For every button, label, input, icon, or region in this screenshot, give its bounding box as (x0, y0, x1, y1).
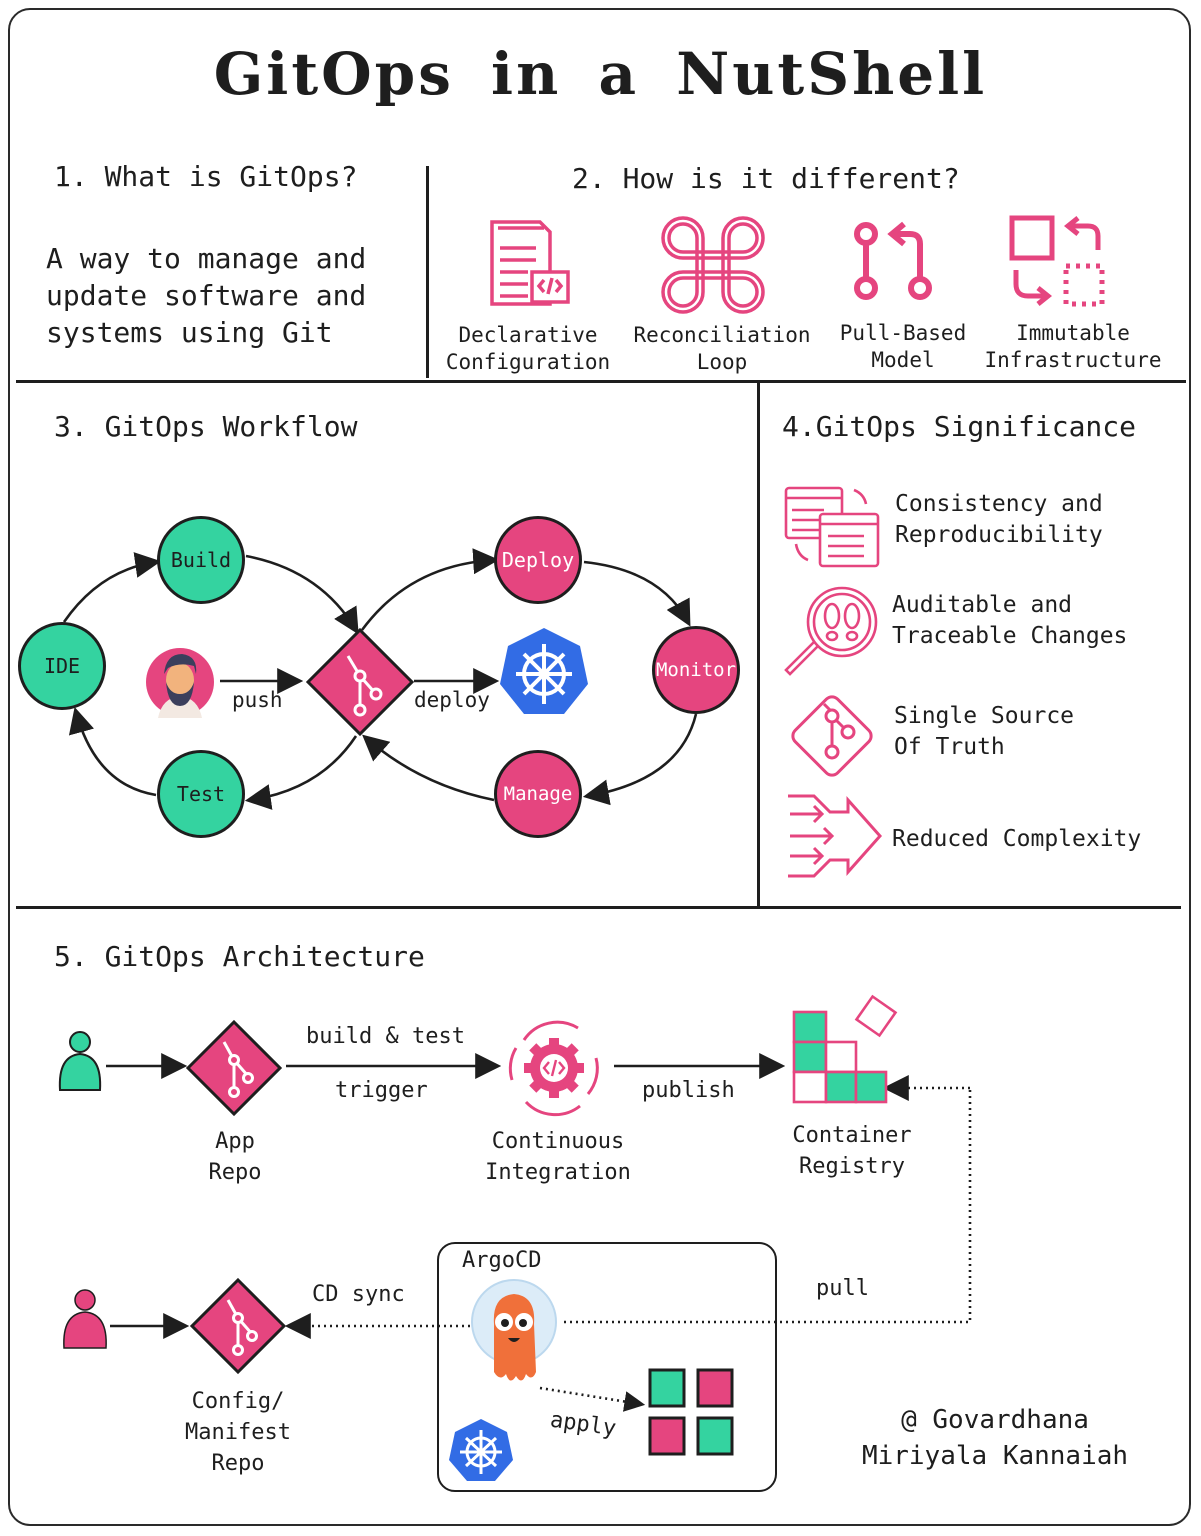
developer-avatar-icon (146, 648, 214, 718)
developer-user-icon (58, 1031, 102, 1091)
push-label: push (232, 688, 283, 712)
workflow-node-build: Build (157, 516, 245, 604)
section1-body: A way to manage and update software and … (46, 242, 367, 349)
section2-heading: 2. How is it different? (572, 162, 960, 195)
app-repo-git-icon (185, 1019, 283, 1117)
diff-label-immutable: Immutable Infrastructure (984, 321, 1162, 372)
container-registry-icon (792, 994, 898, 1104)
footprints-magnifier-icon (784, 586, 878, 676)
author-credit: @ Govardhana Miriyala Kannaiah (861, 1405, 1129, 1471)
page-title: GitOps in a NutShell (213, 40, 988, 108)
diff-label-declarative: Declarative Configuration (445, 323, 611, 374)
swap-boxes-icon (1009, 215, 1105, 307)
deploy-label: deploy (414, 688, 490, 712)
kubernetes-icon (500, 628, 588, 714)
workflow-node-test: Test (157, 750, 245, 838)
section3-heading: 3. GitOps Workflow (54, 410, 358, 443)
ops-user-icon (63, 1289, 107, 1349)
divider-s1-s2 (426, 166, 429, 378)
pull-label: pull (816, 1276, 869, 1301)
workflow-node-monitor: Monitor (652, 626, 740, 714)
sync-windows-icon (784, 486, 880, 568)
ci-gear-icon (508, 1020, 599, 1117)
poster-frame (8, 8, 1191, 1526)
section4-heading: 4.GitOps Significance (782, 410, 1137, 443)
ci-label: Continuous Integration (485, 1129, 631, 1185)
git-repo-diamond-icon (305, 627, 415, 737)
significance-label-reduced-complexity: Reduced Complexity (892, 826, 1142, 852)
publish-label: publish (642, 1078, 735, 1103)
kubernetes-small-icon (449, 1419, 513, 1481)
git-diamond-icon (791, 695, 873, 777)
trigger-label: trigger (335, 1078, 428, 1103)
code-document-icon (490, 220, 570, 306)
section1-heading: 1. What is GitOps? (54, 160, 358, 193)
merge-arrows-icon (788, 794, 883, 878)
argocd-label: ArgoCD (462, 1248, 542, 1273)
diff-label-reconciliation: Reconciliation Loop (633, 323, 811, 374)
build-test-label: build & test (306, 1024, 465, 1049)
cd-sync-label: CD sync (312, 1282, 405, 1307)
argocd-mascot-icon (471, 1279, 557, 1381)
divider-mid (16, 906, 1181, 909)
significance-label-auditable: Auditable and Traceable Changes (892, 592, 1128, 649)
divider-top (16, 380, 1186, 383)
pull-request-icon (854, 221, 932, 300)
app-repo-label: App Repo (208, 1129, 262, 1185)
workflow-node-deploy: Deploy (494, 516, 582, 604)
container-registry-label: Container Registry (792, 1123, 912, 1179)
diff-label-pull-based: Pull-Based Model (839, 321, 967, 372)
pods-grid-icon (648, 1368, 734, 1456)
workflow-node-ide: IDE (18, 622, 106, 710)
workflow-node-manage: Manage (494, 750, 582, 838)
significance-label-consistency: Consistency and Reproducibility (895, 491, 1103, 548)
divider-s3-s4 (757, 382, 760, 906)
significance-label-single-source: Single Source Of Truth (894, 703, 1075, 760)
command-loop-icon (661, 216, 765, 314)
section5-heading: 5. GitOps Architecture (54, 940, 425, 973)
argocd-container (437, 1242, 777, 1492)
config-repo-label: Config/ Manifest Repo (185, 1389, 291, 1476)
config-repo-git-icon (189, 1277, 287, 1375)
